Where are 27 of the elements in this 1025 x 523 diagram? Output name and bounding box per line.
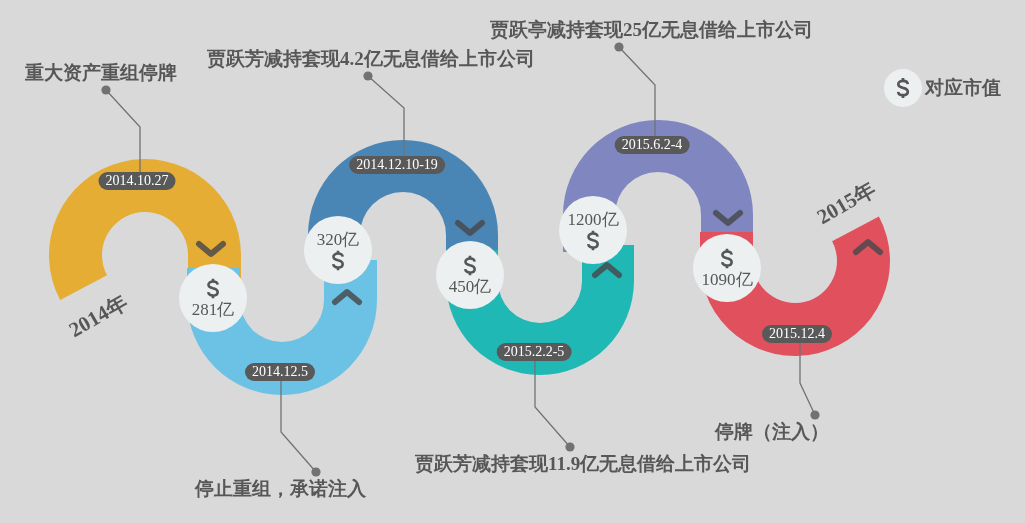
leader-line — [363, 71, 405, 157]
date-tag: 2015.12.4 — [762, 325, 832, 343]
event-note: 贾跃芳减持套现11.9亿无息借给上市公司 — [415, 447, 752, 475]
market-value: 281亿 — [191, 299, 235, 319]
market-value: 1200亿 — [567, 209, 619, 229]
market-value: 450亿 — [448, 276, 492, 296]
date-tag: 2014.12.10-19 — [349, 156, 445, 174]
event-note: 重大资产重组停牌 — [25, 62, 177, 90]
date-tag: 2015.6.2-4 — [614, 136, 690, 154]
leader-line — [614, 42, 656, 137]
leader-line — [799, 342, 820, 420]
date-tag: 2014.10.27 — [98, 172, 176, 190]
event-note: 贾跃芳减持套现4.2亿无息借给上市公司 — [207, 48, 535, 76]
year-label: 2014年 — [64, 289, 132, 343]
date-tag: 2015.2.2-5 — [496, 343, 572, 361]
leader-line — [534, 360, 575, 452]
leader-line — [280, 380, 321, 477]
event-note: 停止重组，承诺注入 — [195, 472, 366, 500]
date-tag: 2014.12.5 — [245, 363, 315, 381]
year-label: 2015年 — [812, 176, 880, 230]
event-note: 停牌（注入） — [715, 415, 829, 443]
market-value: 1090亿 — [701, 269, 753, 289]
event-note: 贾跃亭减持套现25亿无息借给上市公司 — [490, 19, 813, 47]
leader-line — [101, 85, 141, 173]
legend-text: 对应市值 — [925, 77, 1001, 99]
market-value-circle — [693, 234, 761, 302]
market-value: 320亿 — [316, 229, 360, 249]
